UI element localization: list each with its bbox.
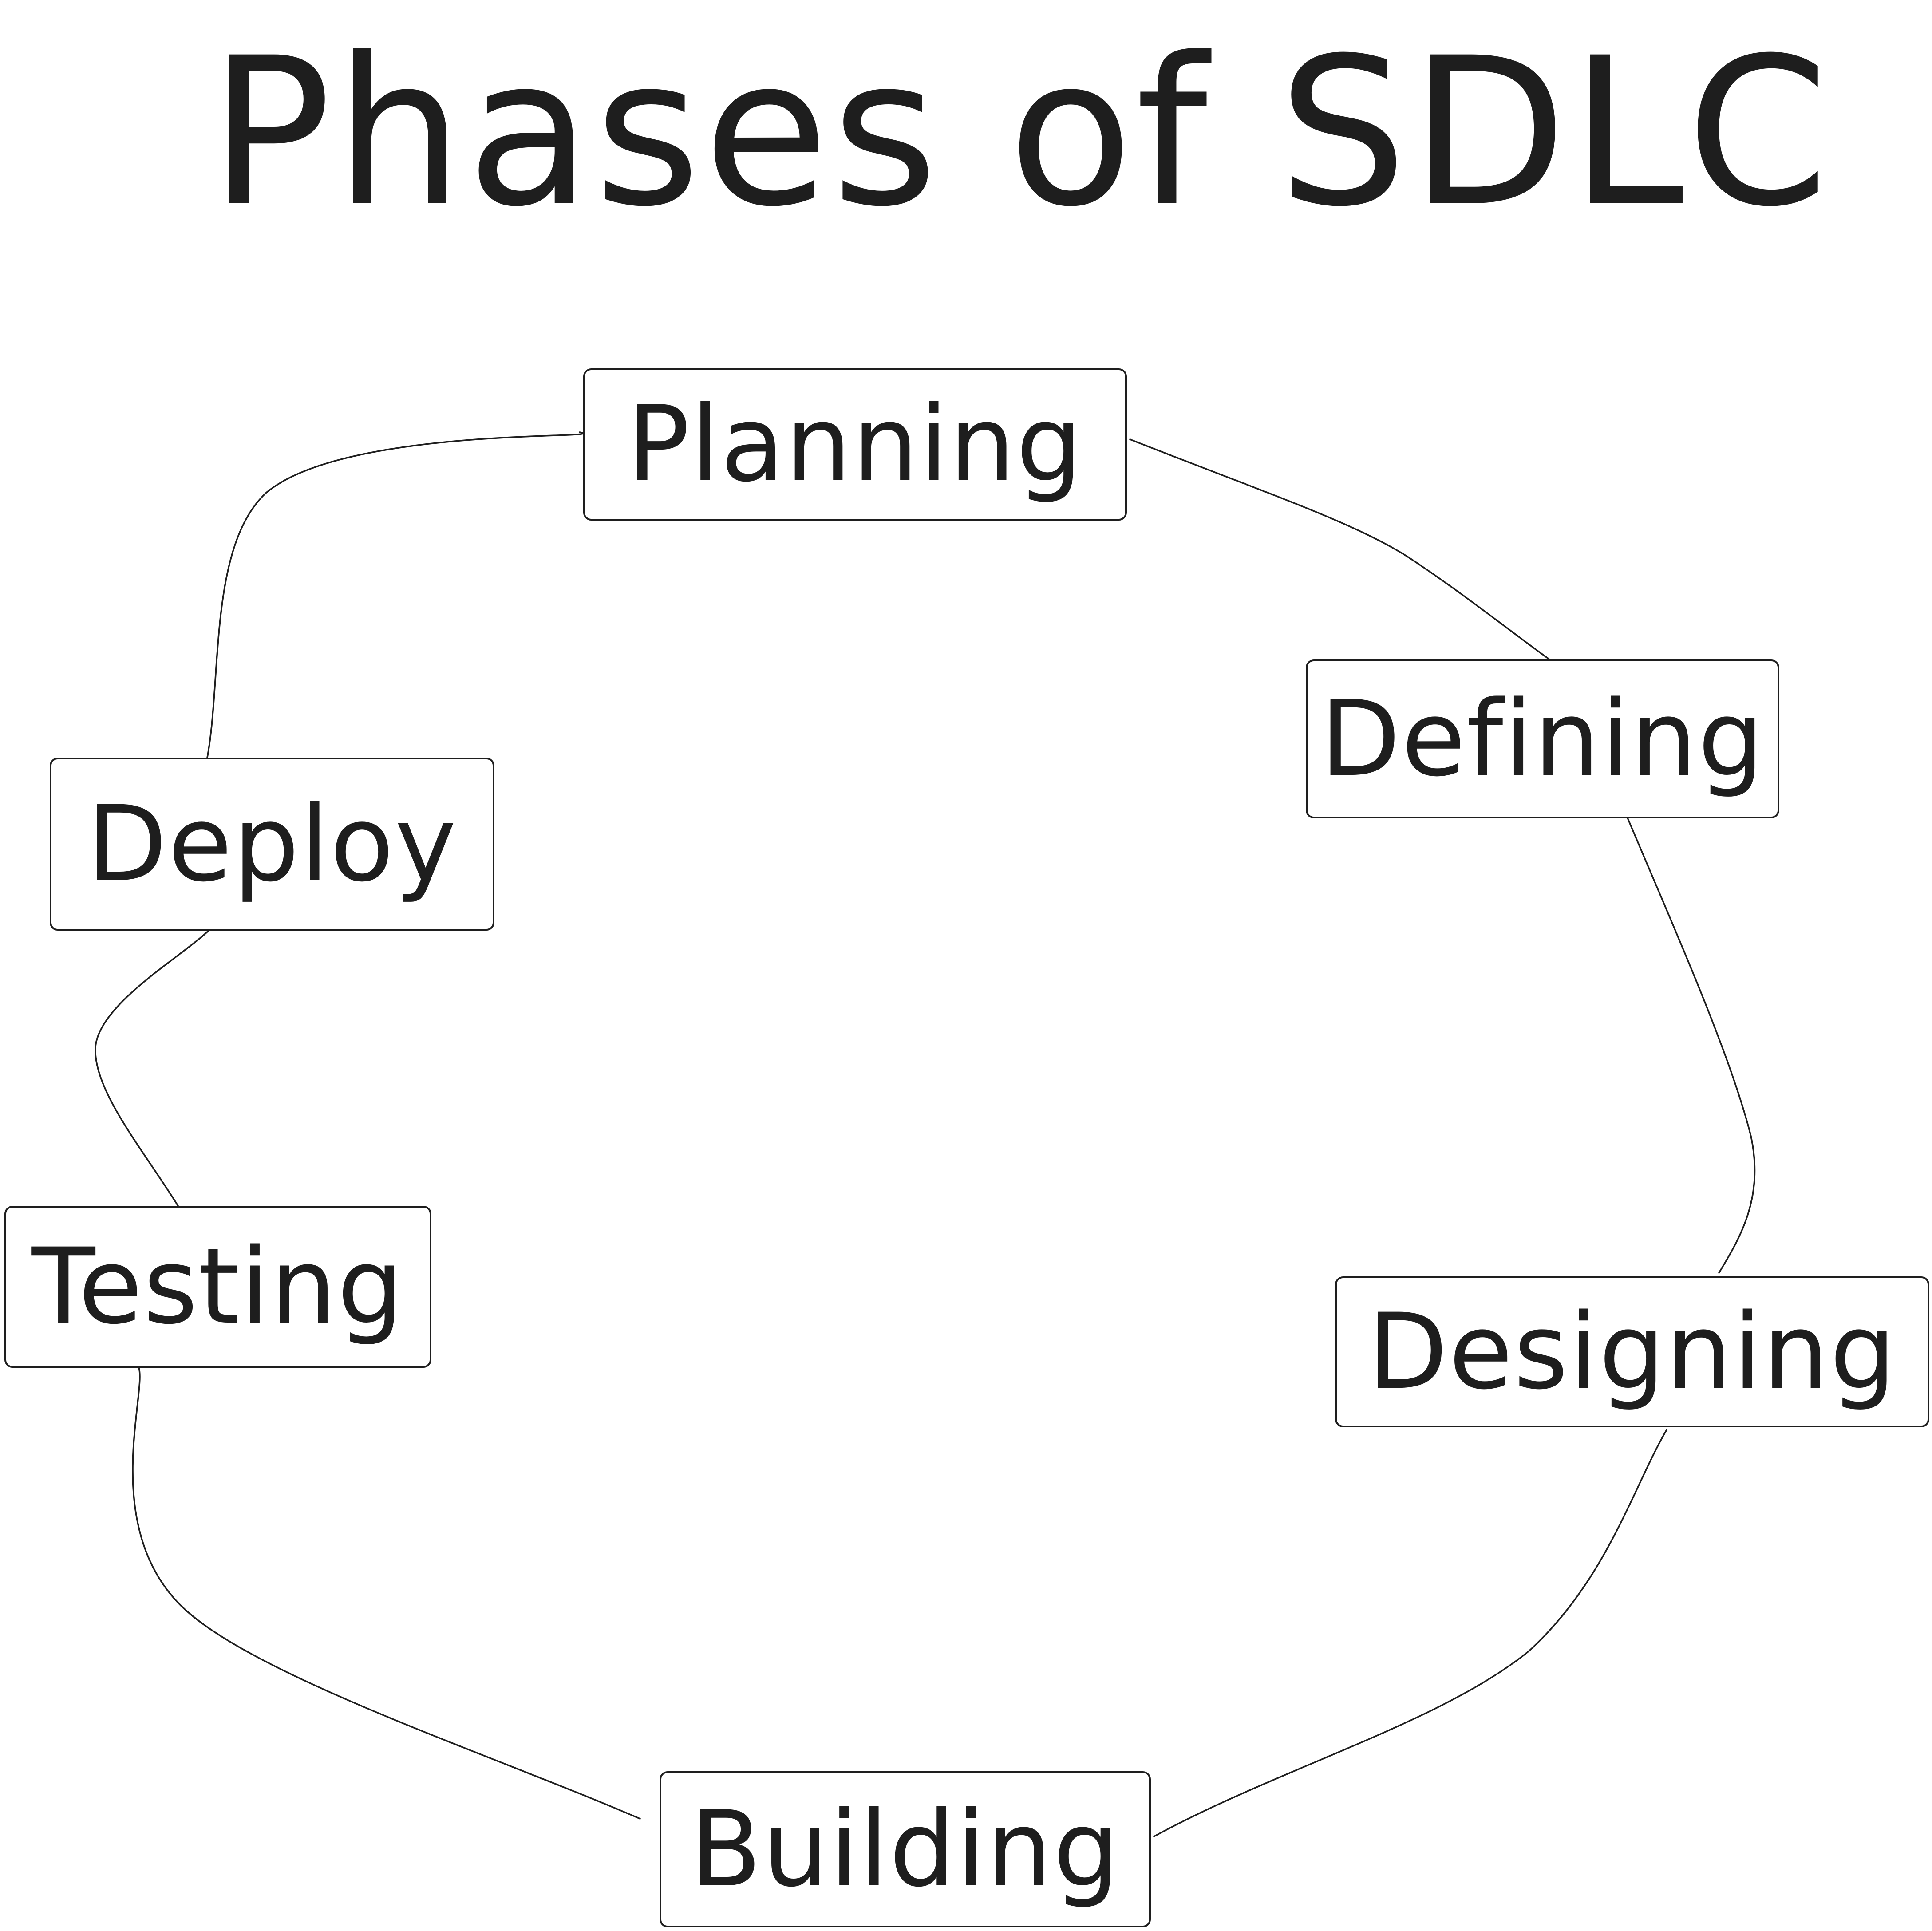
phase-label-defining: Defining [1320,678,1765,800]
phase-label-designing: Designing [1367,1291,1897,1413]
phase-node-testing[interactable]: Testing [4,1206,431,1368]
phase-node-deploy[interactable]: Deploy [50,758,494,931]
connector-testing-deploy [95,927,213,1209]
connector-planning-defining [1129,438,1550,660]
phase-node-planning[interactable]: Planning [583,368,1127,521]
connector-designing-building [1153,1429,1667,1837]
connector-building-testing [132,1367,641,1820]
connector-deploy-planning [206,431,584,758]
phase-node-designing[interactable]: Designing [1335,1276,1929,1427]
phase-node-building[interactable]: Building [660,1771,1151,1927]
phase-node-defining[interactable]: Defining [1306,659,1779,818]
phase-label-deploy: Deploy [87,783,458,905]
connector-defining-designing [1627,817,1756,1274]
phase-label-building: Building [690,1789,1121,1910]
phase-label-testing: Testing [31,1226,405,1347]
phase-label-planning: Planning [627,384,1083,505]
diagram-title: Phases of SDLC [209,14,1832,252]
